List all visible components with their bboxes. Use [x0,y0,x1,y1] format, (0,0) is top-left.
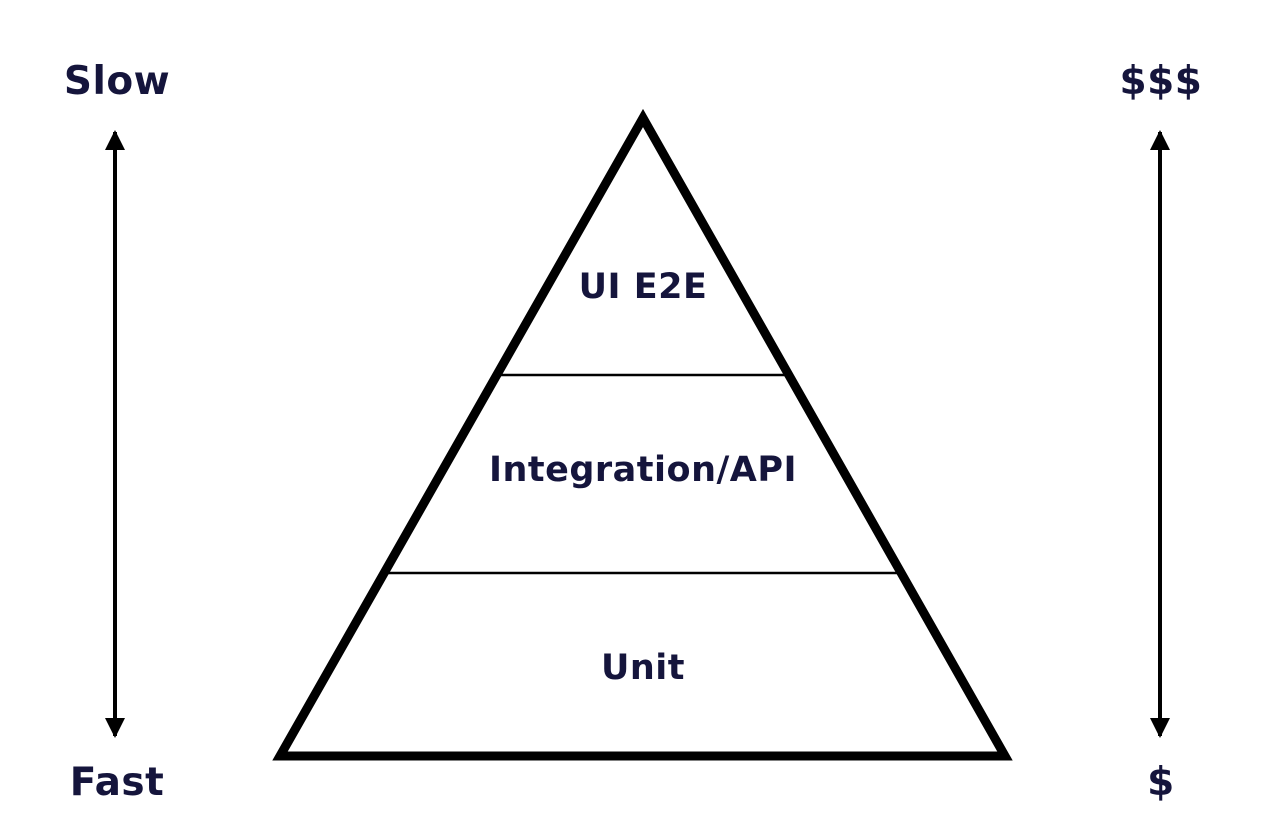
pyramid-outline [272,108,1013,761]
speed-bottom-label: Fast [69,760,165,805]
pyramid-level-label-integration-api: Integration/API [488,450,798,490]
pyramid-level-label-ui-e2e: UI E2E [578,267,708,307]
pyramid-level-label-unit: Unit [600,648,686,688]
speed-top-label: Slow [63,59,171,104]
cost-top-label: $$$ [1119,59,1203,104]
cost-bottom-label: $ [1147,760,1175,805]
